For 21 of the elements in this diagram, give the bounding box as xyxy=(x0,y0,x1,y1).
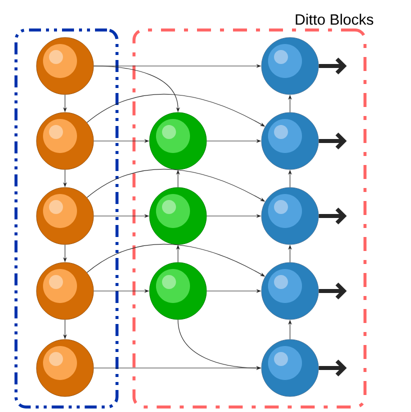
sphere xyxy=(149,112,207,170)
node-label: Ditto Blocks xyxy=(296,14,374,25)
arrow xyxy=(318,208,347,224)
sphere xyxy=(149,187,207,245)
sphere xyxy=(36,187,94,245)
sphere xyxy=(36,37,94,95)
arrow xyxy=(318,360,347,376)
sphere xyxy=(261,37,319,95)
dashed-frame xyxy=(14,28,118,408)
arrow xyxy=(318,132,347,150)
arrow xyxy=(318,282,347,300)
sphere xyxy=(261,112,319,170)
sphere xyxy=(149,262,207,320)
sphere xyxy=(36,262,94,320)
sphere xyxy=(36,339,94,397)
sphere xyxy=(261,187,319,245)
sphere xyxy=(261,339,319,397)
arrow xyxy=(318,58,347,74)
sphere xyxy=(36,112,94,170)
dashed-frame: Ditto Blocks xyxy=(132,14,374,408)
sphere xyxy=(261,262,319,320)
